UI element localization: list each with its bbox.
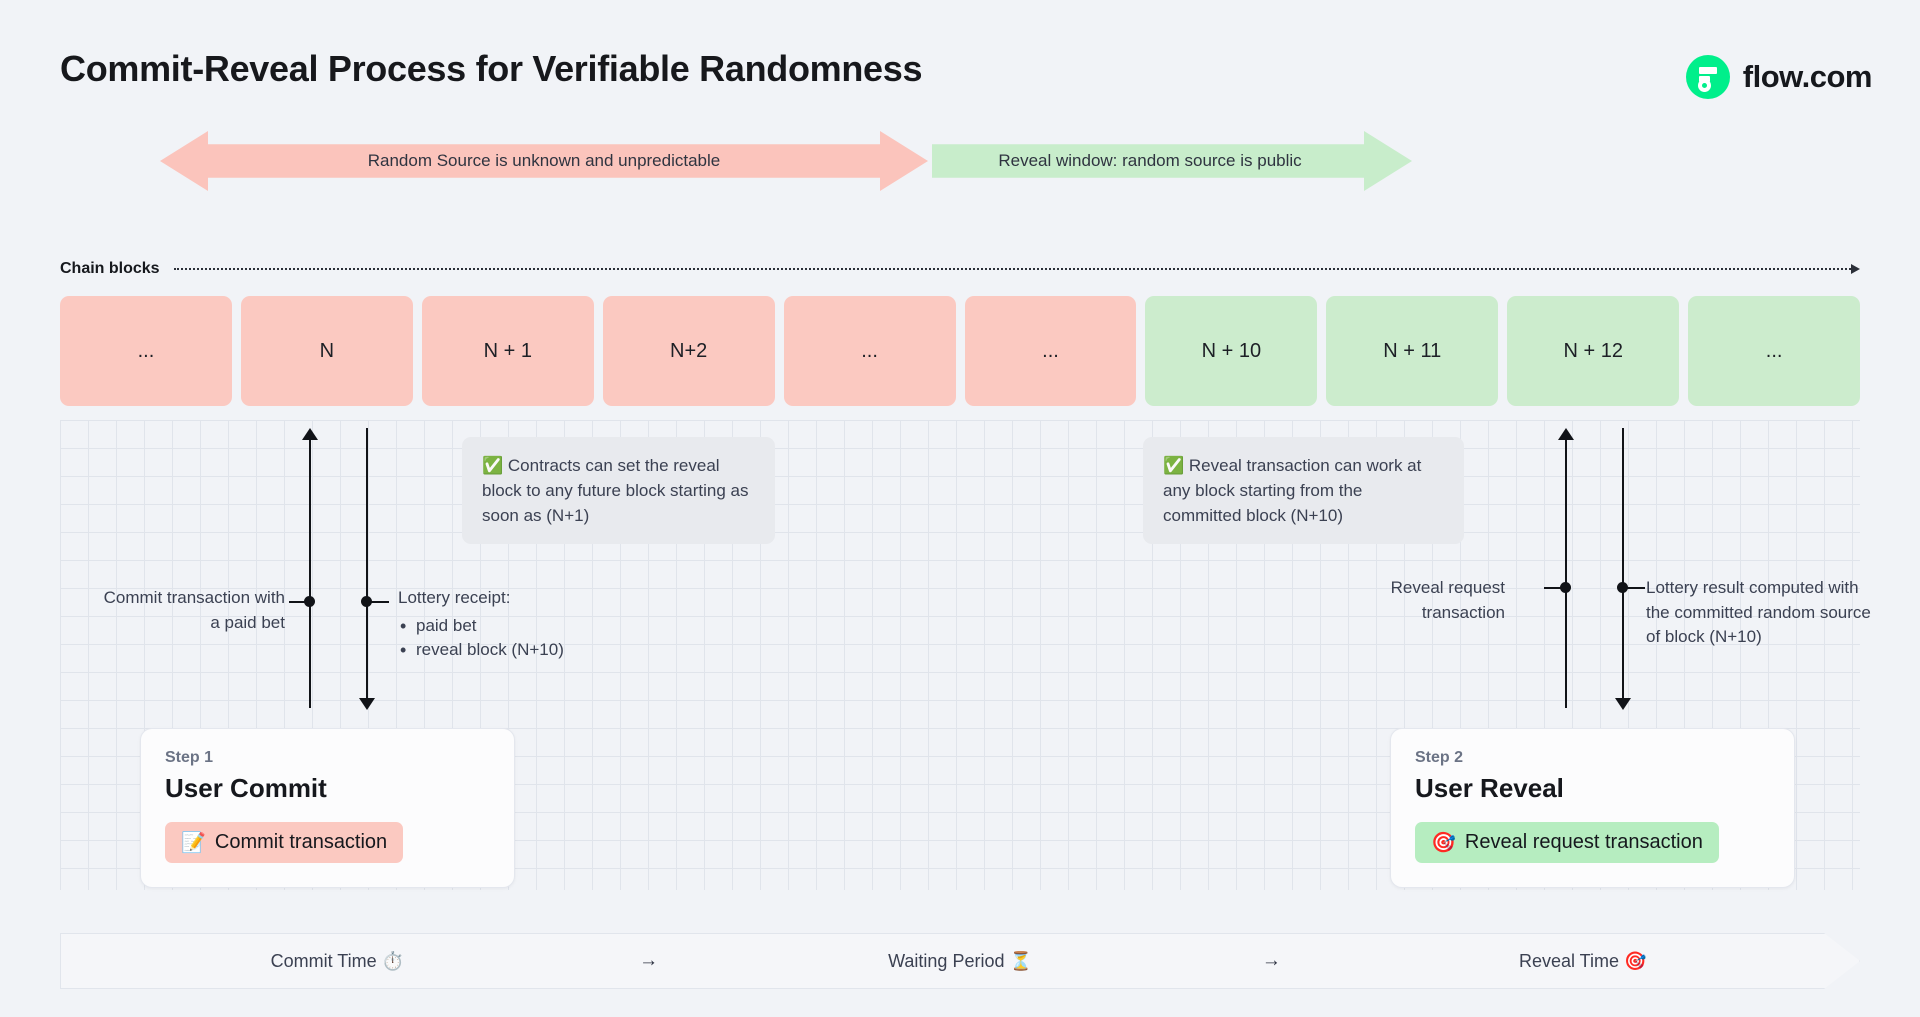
step-title: User Commit [165,773,327,803]
note-reveal: ✅ Reveal transaction can work at any blo… [1143,437,1464,545]
commit-node-dot [304,596,315,607]
reveal-request-transaction-pill[interactable]: 🎯 Reveal request transaction [1415,822,1719,863]
timeline-item-waiting-period: Waiting Period ⏳ [888,950,1032,971]
chain-rail-line [173,268,1851,270]
note-contracts-text: Contracts can set the reveal block to an… [482,456,749,526]
receipt-connector-line [366,428,368,700]
list-item: paid bet [398,613,658,639]
chain-blocks-label: Chain blocks [60,260,160,277]
check-mark-button-icon: ✅ [1163,456,1185,475]
annotation-commit: Commit transaction with a paid bet [103,588,285,632]
arrow-right-icon: → [1261,950,1281,971]
reveal-request-node-stub [1544,587,1564,589]
chain-block[interactable]: N+2 [602,296,775,406]
brand-name: flow.com [1742,59,1873,94]
reveal-request-transaction-label: Reveal request transaction [1464,831,1703,853]
result-node-stub [1623,587,1645,589]
page-title: Commit-Reveal Process for Verifiable Ran… [60,48,923,89]
chain-block[interactable]: ... [964,296,1137,406]
chain-block[interactable]: N + 11 [1326,296,1499,406]
flow-logo-icon [1685,55,1730,99]
annotation-receipt: Lottery receipt: paid bet reveal block (… [398,586,658,663]
receipt-node-dot [361,596,372,607]
phase-label-unknown: Random Source is unknown and unpredictab… [367,151,721,170]
arrow-right-icon: → [639,950,659,971]
arrow-right-icon [1851,264,1860,274]
step-kicker: Step 2 [1415,749,1464,766]
bottom-timeline: Commit Time ⏱️ → Waiting Period ⏳ → Reve… [60,933,1860,989]
check-mark-button-icon: ✅ [482,456,504,475]
chain-block[interactable]: N [240,296,413,406]
annotation-receipt-list: paid bet reveal block (N+10) [398,613,658,663]
annotation-reveal-request: Reveal request transaction [1390,578,1505,622]
phase-banner-unknown: Random Source is unknown and unpredictab… [160,131,928,191]
step-card-user-commit: Step 1 User Commit 📝 Commit transaction [140,728,515,888]
list-item: reveal block (N+10) [398,637,658,663]
chain-block[interactable]: N + 12 [1507,296,1680,406]
commit-transaction-pill[interactable]: 📝 Commit transaction [165,822,404,863]
step-kicker: Step 1 [165,749,214,766]
result-connector-line [1622,428,1624,700]
timeline-item-reveal-time: Reveal Time 🎯 [1518,950,1647,971]
chain-block[interactable]: ... [60,296,232,406]
brand-logo: flow.com [1685,55,1873,99]
phase-label-reveal: Reveal window: random source is public [998,151,1302,170]
chain-block[interactable]: N + 10 [1145,296,1318,406]
annotation-lottery-result: Lottery result computed with the committ… [1646,578,1871,647]
chain-block[interactable]: N + 1 [421,296,594,406]
step-title: User Reveal [1415,773,1564,803]
receipt-node-stub [367,601,389,603]
reveal-request-node-dot [1560,582,1571,593]
phase-banner-reveal: Reveal window: random source is public [932,131,1412,191]
step-card-user-reveal: Step 2 User Reveal 🎯 Reveal request tran… [1390,728,1795,888]
note-reveal-text: Reveal transaction can work at any block… [1163,456,1422,526]
note-contracts: ✅ Contracts can set the reveal block to … [462,437,775,545]
commit-transaction-label: Commit transaction [214,831,388,853]
direct-hit-icon: 🎯 [1431,832,1456,854]
commit-node-stub [289,601,309,603]
commit-connector-line [309,440,311,708]
result-arrow-head-icon [1615,698,1631,710]
memo-icon: 📝 [181,832,206,854]
reveal-request-connector-line [1565,440,1567,708]
chain-block[interactable]: ... [1688,296,1861,406]
chain-block-list: ... N N + 1 N+2 ... ... N + 10 N + 11 N … [60,296,1861,406]
receipt-arrow-head-icon [359,698,375,710]
chain-rail: Chain blocks [60,258,1860,280]
reveal-request-arrow-head-icon [1558,428,1574,440]
chain-block[interactable]: ... [783,296,956,406]
annotation-receipt-title: Lottery receipt: [398,588,511,607]
result-node-dot [1617,582,1628,593]
commit-arrow-head-icon [302,428,318,440]
timeline-item-commit-time: Commit Time ⏱️ [270,950,405,971]
